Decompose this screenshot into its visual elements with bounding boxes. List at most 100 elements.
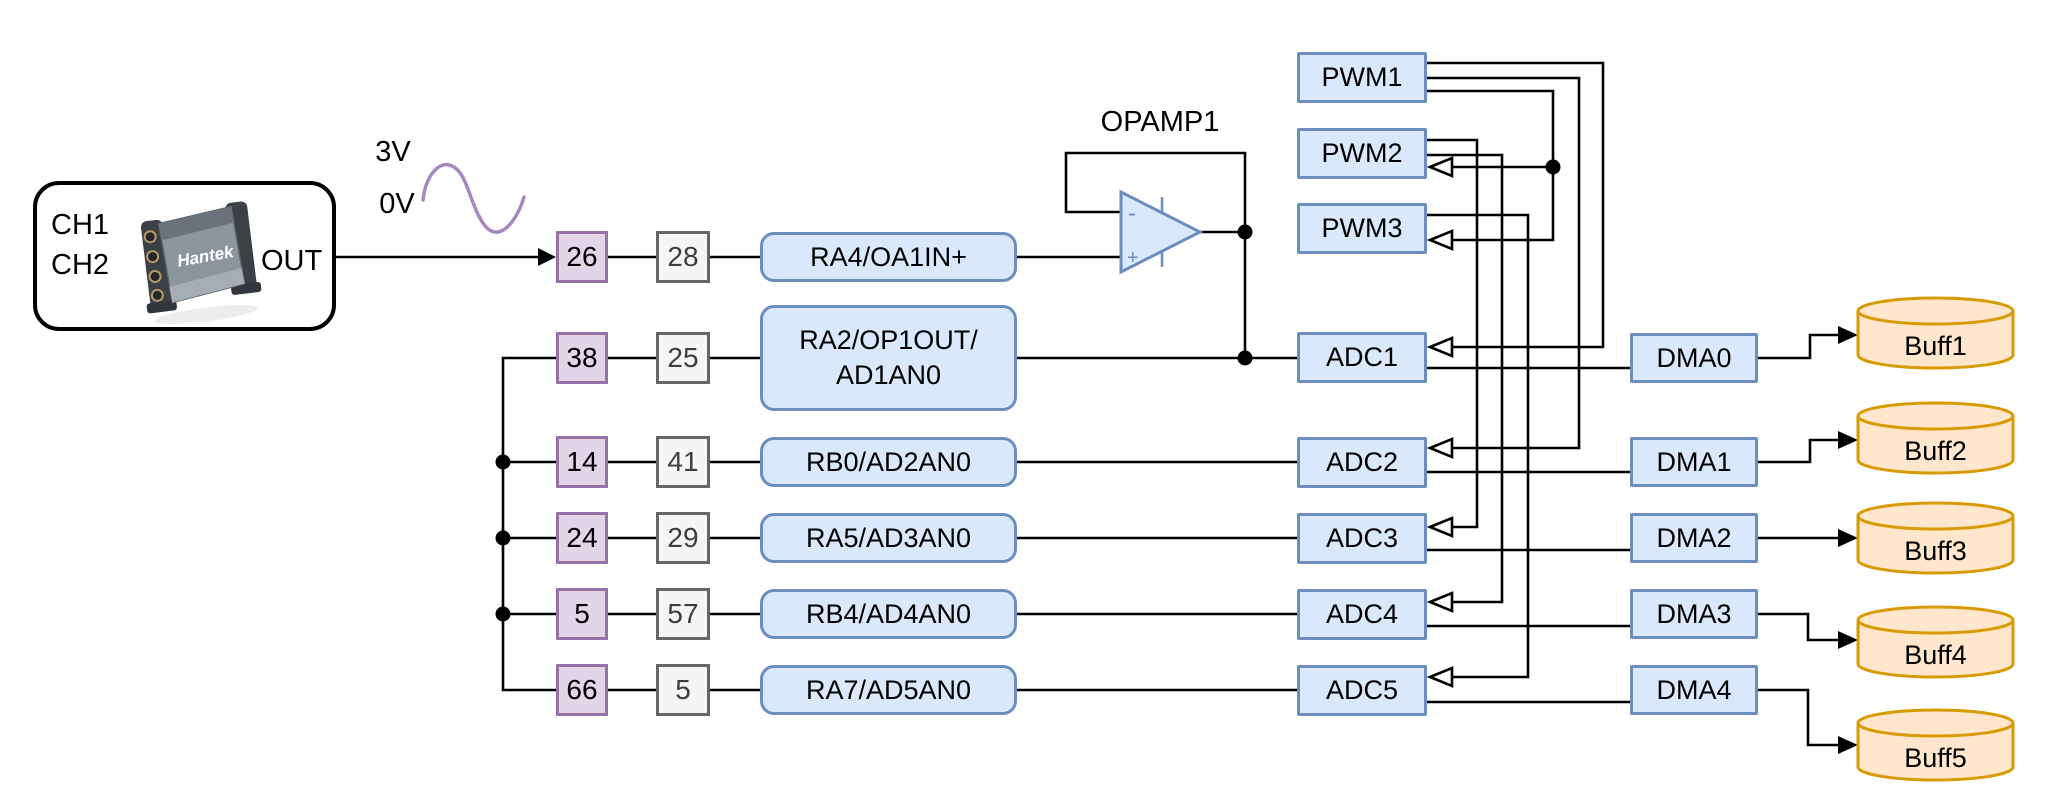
alt-box-25: 25 (656, 332, 710, 384)
arrow-into-adc1 (1426, 336, 1454, 358)
pin-name-ra2-line2: AD1AN0 (835, 360, 942, 390)
solid-arrowheads (538, 248, 1858, 754)
alt-box-29-label: 29 (667, 522, 699, 554)
pin-name-ra7-label: RA7/AD5AN0 (805, 674, 972, 705)
junction-adc1-line (1237, 350, 1253, 366)
pin-name-rb4: RB4/AD4AN0 (760, 589, 1017, 639)
wire-pwm3-adc5-trigger (1427, 213, 1530, 679)
opamp-symbol: - + (1119, 189, 1204, 275)
pin-box-5: 5 (556, 588, 608, 640)
buff2-label: Buff2 (1904, 435, 1967, 466)
arrow-into-pin26 (538, 248, 556, 266)
adc4-label: ADC4 (1325, 599, 1399, 630)
pin-name-ra2-line1: RA2/OP1OUT/ (799, 325, 978, 356)
pin-box-24: 24 (556, 512, 608, 564)
wire-pwm1-adc2-trigger (1427, 76, 1581, 450)
wire-opamp-feedback (1064, 151, 1247, 232)
bnc-connector-3 (148, 270, 162, 284)
channel1-label: CH1 (51, 209, 110, 241)
alt-box-29: 29 (656, 512, 710, 564)
buff5-cylinder-top (1856, 708, 2015, 738)
bnc-connector-4 (150, 288, 164, 302)
wire-left-bus (501, 356, 556, 692)
device-left-foot (146, 300, 177, 314)
wire-dma4-buff5 (1758, 688, 1840, 747)
wire-pwm2-adc4-trigger (1427, 153, 1504, 604)
pin-name-rb4-label: RB4/AD4AN0 (805, 598, 972, 629)
alt-box-41-label: 41 (667, 446, 699, 478)
signal-generator-box: CH1 CH2 OUT Hantek (33, 181, 336, 331)
opamp-minus-mark: - (1128, 200, 1136, 227)
alt-box-41: 41 (656, 436, 710, 488)
pwm1-label: PWM1 (1321, 62, 1403, 93)
adc3-label: ADC3 (1325, 523, 1399, 554)
junction-opamp-out (1237, 224, 1253, 240)
buff3-cylinder-top (1856, 501, 2015, 531)
pin-box-14: 14 (556, 436, 608, 488)
open-arrowheads (1426, 156, 1454, 688)
pwm3-node: PWM3 (1297, 203, 1427, 254)
arrow-into-buff1 (1838, 326, 1858, 344)
bnc-connector-1 (143, 230, 157, 244)
arrow-into-adc3 (1426, 516, 1454, 538)
arrow-into-adc4 (1426, 591, 1454, 613)
arrow-into-buff3 (1838, 529, 1858, 547)
pin-name-ra4: RA4/OA1IN+ (760, 232, 1017, 282)
pin-box-5-label: 5 (574, 598, 590, 630)
junction-bus-row4 (495, 530, 511, 546)
pwm1-node: PWM1 (1297, 52, 1427, 103)
wire-pwm1-adc1-trigger (1427, 61, 1605, 349)
waveform-high-label: 3V (375, 135, 411, 168)
adc4-node: ADC4 (1297, 589, 1427, 640)
dma3-label: DMA3 (1656, 598, 1732, 629)
dma0-label: DMA0 (1656, 342, 1732, 373)
arrow-into-buff5 (1838, 736, 1858, 754)
arrow-into-buff2 (1838, 431, 1858, 449)
buff1-cylinder-top (1856, 296, 2015, 326)
buff1-cylinder-body (1856, 311, 2015, 370)
buff4-label: Buff4 (1904, 639, 1967, 670)
wire-opamp-output (1200, 230, 1247, 358)
pin-box-66-label: 66 (566, 674, 598, 706)
arrow-into-pwm3 (1426, 229, 1454, 251)
junction-pwm-trigger (1545, 159, 1561, 175)
pin-box-26: 26 (556, 231, 608, 283)
pin-name-rb0: RB0/AD2AN0 (760, 437, 1017, 487)
opamp-plus-mark: + (1127, 247, 1139, 269)
buff4-cylinder-top (1856, 605, 2015, 635)
buff5-label: Buff5 (1904, 742, 1967, 773)
dma1-node: DMA1 (1630, 437, 1758, 487)
wire-pwm2-adc3-trigger (1427, 138, 1479, 529)
pwm3-label: PWM3 (1321, 213, 1403, 244)
device-shadow (154, 305, 258, 324)
dma0-node: DMA0 (1630, 333, 1758, 383)
alt-box-57-label: 57 (667, 598, 699, 630)
pwm2-node: PWM2 (1297, 128, 1427, 179)
pin-box-24-label: 24 (566, 522, 598, 554)
pin-name-ra4-label: RA4/OA1IN+ (810, 241, 967, 272)
pin-box-38-label: 38 (566, 342, 598, 374)
junction-bus-row5 (495, 606, 511, 622)
pin-box-38: 38 (556, 332, 608, 384)
signal-wires (336, 61, 1840, 747)
buff1-label: Buff1 (1904, 330, 1967, 361)
pin-box-66: 66 (556, 664, 608, 716)
adc3-node: ADC3 (1297, 513, 1427, 564)
adc1-label: ADC1 (1325, 342, 1399, 373)
pin-name-ra5: RA5/AD3AN0 (760, 513, 1017, 563)
opamp-title-label: OPAMP1 (1100, 105, 1220, 138)
pin-name-ra7: RA7/AD5AN0 (760, 665, 1017, 715)
alt-box-25-label: 25 (667, 342, 699, 374)
wire-dma3-buff4 (1758, 612, 1840, 642)
dma4-label: DMA4 (1656, 674, 1732, 705)
pin-box-14-label: 14 (566, 446, 598, 478)
junction-bus-row3 (495, 454, 511, 470)
hantek-device-image: Hantek (140, 201, 262, 324)
alt-box-5b: 5 (656, 664, 710, 716)
device-bottom-strip (169, 267, 245, 303)
waveform-low-label: 0V (379, 187, 415, 220)
junction-dots (495, 159, 1561, 622)
pin-name-ra2: RA2/OP1OUT/ AD1AN0 (760, 305, 1017, 411)
